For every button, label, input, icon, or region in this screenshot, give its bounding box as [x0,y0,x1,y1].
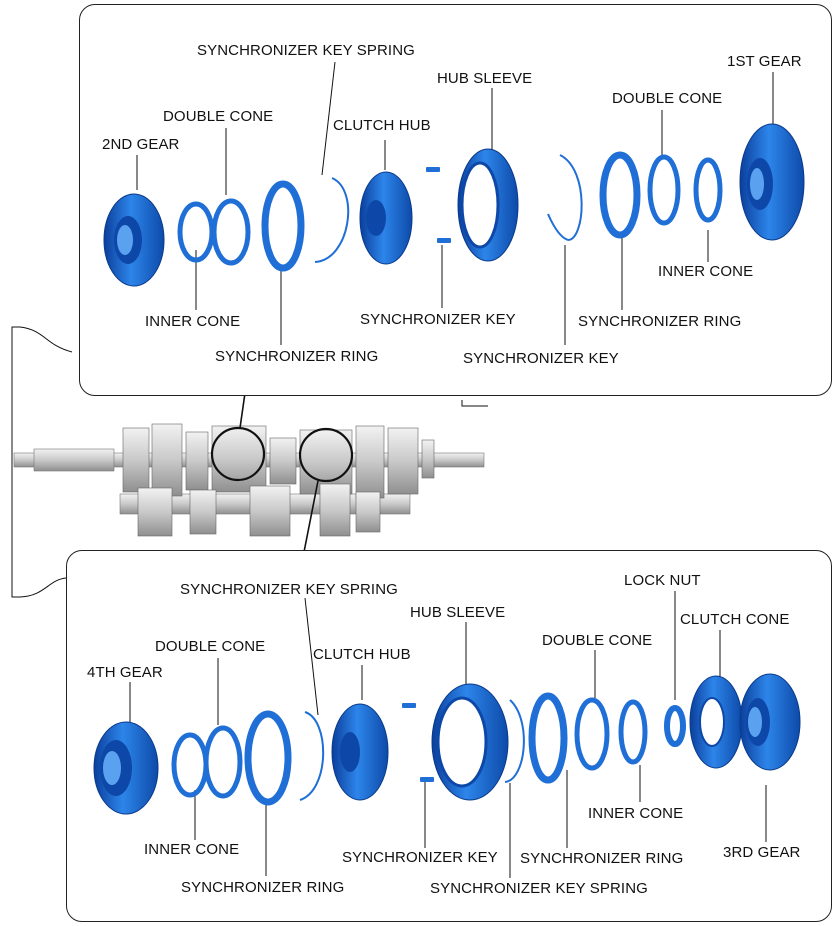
label-inner-cone-top-right: INNER CONE [658,263,754,280]
synchronizer-ring-top-left [261,180,305,272]
synchronizer-key-spring-bottom-right [504,699,525,783]
label-double-cone-bottom-right: DOUBLE CONE [542,632,653,649]
label-inner-cone-bottom-right: INNER CONE [588,805,684,822]
double-cone-top-left [211,198,251,266]
synchronizer-ring-bottom-right [528,692,568,784]
clutch-hub-bottom [331,703,389,801]
label-synchronizer-key-top-right: SYNCHRONIZER KEY [463,350,619,367]
label-synchronizer-ring-bottom-right: SYNCHRONIZER RING [520,850,684,867]
callout-pointer-bottom [303,480,319,553]
label-inner-cone-bottom-left: INNER CONE [144,841,240,858]
label-synchronizer-key-spring-bottom-bottom: SYNCHRONIZER KEY SPRING [430,880,648,897]
label-third-gear: 3RD GEAR [723,844,801,861]
fourth-gear-bottom [93,721,159,815]
double-cone-bottom-right [574,697,610,771]
inner-cone-bottom-right [618,699,648,765]
label-inner-cone-top-left: INNER CONE [145,313,241,330]
synchronizer-ring-bottom-left [244,710,292,806]
synchronizer-keys-top [426,167,451,243]
label-first-gear: 1ST GEAR [727,53,802,70]
label-double-cone-bottom-left: DOUBLE CONE [155,638,266,655]
leader-lines-bottom [129,591,767,878]
callout-mark [461,400,488,407]
label-synchronizer-key-top-left: SYNCHRONIZER KEY [360,311,516,328]
label-synchronizer-key-spring-bottom-top: SYNCHRONIZER KEY SPRING [180,581,398,598]
label-second-gear: 2ND GEAR [102,136,180,153]
label-double-cone-top-right: DOUBLE CONE [612,90,723,107]
leader-lines-top [136,61,774,345]
lock-nut-bottom [664,705,686,747]
label-clutch-cone: CLUTCH CONE [680,611,790,628]
label-hub-sleeve-bottom: HUB SLEEVE [410,604,506,621]
highlight-circle-bottom [298,427,354,483]
label-clutch-hub-top: CLUTCH HUB [333,117,431,134]
hub-sleeve-bottom [431,683,509,801]
bracket-line [11,326,73,598]
double-cone-bottom-left [203,725,243,799]
label-synchronizer-ring-top-right: SYNCHRONIZER RING [578,313,742,330]
label-clutch-hub-bottom: CLUTCH HUB [313,646,411,663]
second-gear-top [103,193,165,287]
label-synchronizer-key-spring-top: SYNCHRONIZER KEY SPRING [197,42,415,59]
synchronizer-key-spring-top-right [547,154,583,241]
synchronizer-keys-bottom [402,703,434,782]
label-synchronizer-key-bottom: SYNCHRONIZER KEY [342,849,498,866]
inner-cone-top-right [693,157,723,223]
clutch-hub-top [359,171,413,265]
inner-cone-bottom-left [171,732,209,798]
double-cone-top-right [647,154,681,226]
highlight-circle-top [210,426,266,482]
synchronizer-key-spring-bottom-left [299,711,325,801]
third-gear-bottom [739,673,801,771]
synchronizer-key-spring-top [314,177,350,263]
label-synchronizer-ring-bottom-left: SYNCHRONIZER RING [181,879,345,896]
hub-sleeve-top [457,148,519,262]
label-hub-sleeve-top: HUB SLEEVE [437,70,533,87]
upper-synchronizer-panel [79,4,832,396]
label-lock-nut: LOCK NUT [624,572,701,589]
clutch-cone-bottom [689,675,743,769]
synchronizer-ring-top-right [599,151,641,239]
label-synchronizer-ring-top-left: SYNCHRONIZER RING [215,348,379,365]
label-double-cone-top-left: DOUBLE CONE [163,108,274,125]
label-fourth-gear: 4TH GEAR [87,664,163,681]
first-gear-top [739,123,805,241]
